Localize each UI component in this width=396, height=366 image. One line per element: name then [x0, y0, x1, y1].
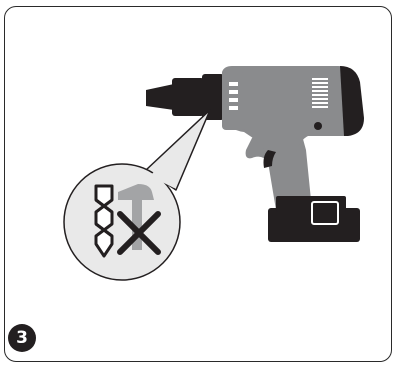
- chuck-body: [172, 78, 204, 116]
- drill-bit-icon: [96, 186, 112, 256]
- rear-cap: [340, 66, 364, 136]
- step-number-badge: 3: [8, 324, 36, 352]
- screw-dot: [314, 122, 322, 130]
- magnified-detail-icon: [64, 110, 210, 280]
- battery-pack: [268, 196, 360, 242]
- chuck-collar: [202, 74, 224, 120]
- chuck-tip: [146, 84, 174, 110]
- battery-release: [312, 202, 338, 224]
